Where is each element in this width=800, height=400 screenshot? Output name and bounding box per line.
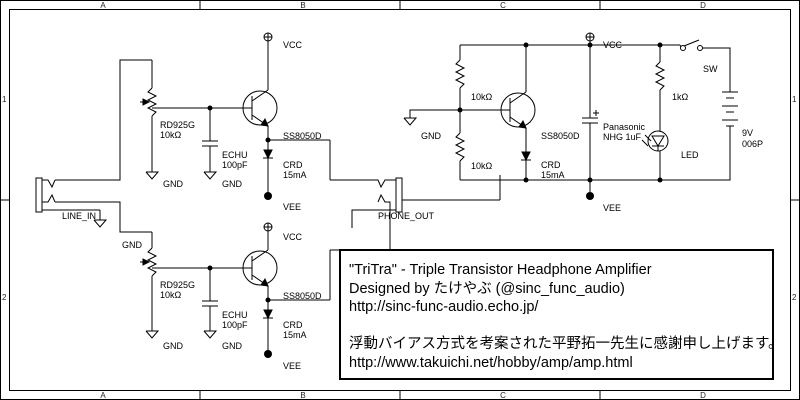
crd-value-top: 15mA <box>283 170 307 180</box>
gnd-label-line-in: GND <box>122 240 143 250</box>
transistor-q1 <box>242 89 278 127</box>
line-in-jack <box>35 177 108 228</box>
led-label: LED <box>681 150 699 160</box>
transistor-q3 <box>500 45 536 152</box>
crd-top <box>263 149 273 195</box>
gnd-label-pot-bottom: GND <box>163 341 184 351</box>
gnd-label-cap-top: GND <box>222 179 243 189</box>
column-c-label: C <box>500 1 506 10</box>
pot-value-bottom: 10kΩ <box>160 290 182 300</box>
title-line-3[interactable]: http://sinc-func-audio.echo.jp/ <box>349 299 539 316</box>
crd-label-bottom: CRD <box>283 320 303 330</box>
title-spacer <box>349 317 772 336</box>
pot-model-top: RD925G <box>160 120 195 130</box>
row-1-label: 1 <box>2 95 7 104</box>
res-led-label: 1kΩ <box>672 92 689 102</box>
vcc-terminal-top <box>263 32 273 90</box>
res-lower-label: 10kΩ <box>471 161 493 171</box>
column-a-label: A <box>100 1 106 10</box>
cap-value-bottom: 100pF <box>222 320 248 330</box>
title-line-5[interactable]: http://www.takuichi.net/hobby/amp/amp.ht… <box>349 354 633 371</box>
electrolytic-capacitor <box>582 45 599 200</box>
cap-value-top: 100pF <box>222 160 248 170</box>
power-switch <box>679 39 731 92</box>
bias-stage <box>403 44 665 181</box>
capacitor-bottom <box>202 268 218 339</box>
led-branch <box>641 42 669 183</box>
title-line-2: Designed by たけやぶ (@sinc_func_audio) <box>349 280 625 297</box>
gnd-label-cap-bottom: GND <box>222 341 243 351</box>
elcap-value-label: NHG 1uF <box>603 132 642 142</box>
transistor-label-q2: SS8050D <box>283 291 322 301</box>
gnd-label-bias: GND <box>421 131 442 141</box>
row-2-label-right: 2 <box>792 293 797 302</box>
title-block: "TriTra" - Triple Transistor Headphone A… <box>339 249 783 380</box>
row-1-label-right: 1 <box>792 95 797 104</box>
battery-model-label: 006P <box>742 139 763 149</box>
title-line-4: 浮動バイアス方式を考案された平野拓一先生に感謝申し上げます。 <box>349 336 783 353</box>
pot-model-bottom: RD925G <box>160 280 195 290</box>
vcc-label-top: VCC <box>283 40 303 50</box>
column-c-label-bottom: C <box>500 391 506 400</box>
crd-bottom <box>263 309 273 352</box>
switch-label: SW <box>703 64 718 74</box>
crd-label-top: CRD <box>283 160 303 170</box>
row-2-label: 2 <box>2 293 7 302</box>
gnd-label-pot-top: GND <box>163 179 184 189</box>
column-d-label-bottom: D <box>700 391 706 400</box>
phone-out-jack <box>330 175 501 251</box>
cap-model-bottom: ECHU <box>222 310 248 320</box>
vee-label-bottom: VEE <box>283 361 301 371</box>
vcc-terminal-bottom <box>263 222 273 250</box>
crd-bias <box>521 151 531 183</box>
crd-value-bottom: 15mA <box>283 330 307 340</box>
transistor-label-q1: SS8050D <box>283 131 322 141</box>
vcc-label-bottom: VCC <box>283 232 303 242</box>
crd-label-bias: CRD <box>541 160 561 170</box>
crd-value-bias: 15mA <box>541 170 565 180</box>
column-b-label-bottom: B <box>300 391 305 400</box>
potentiometer-top <box>140 60 210 180</box>
column-d-label: D <box>700 1 706 10</box>
battery-voltage-label: 9V <box>742 128 753 138</box>
phone-out-label: PHONE_OUT <box>378 211 435 221</box>
cap-model-top: ECHU <box>222 150 248 160</box>
capacitor-top <box>202 108 218 180</box>
channel-bottom: VCC SS8050D CRD 15mA VEE <box>55 201 331 371</box>
column-b-label: B <box>300 1 305 10</box>
vee-terminal-bottom <box>264 350 272 358</box>
battery <box>660 91 738 181</box>
pot-value-top: 10kΩ <box>160 130 182 140</box>
channel-top: VCC SS8050D CRD 15mA VEE <box>55 32 331 212</box>
elcap-brand-label: Panasonic <box>603 122 646 132</box>
vee-label-top: VEE <box>283 202 301 212</box>
vee-terminal-top <box>264 192 272 200</box>
column-a-label-bottom: A <box>100 391 106 400</box>
line-in-label: LINE_IN <box>62 211 96 221</box>
transistor-label-q3: SS8050D <box>541 131 580 141</box>
potentiometer-bottom <box>140 232 210 339</box>
res-upper-label: 10kΩ <box>471 92 493 102</box>
vee-label-main: VEE <box>603 203 621 213</box>
title-line-1: "TriTra" - Triple Transistor Headphone A… <box>349 262 652 278</box>
